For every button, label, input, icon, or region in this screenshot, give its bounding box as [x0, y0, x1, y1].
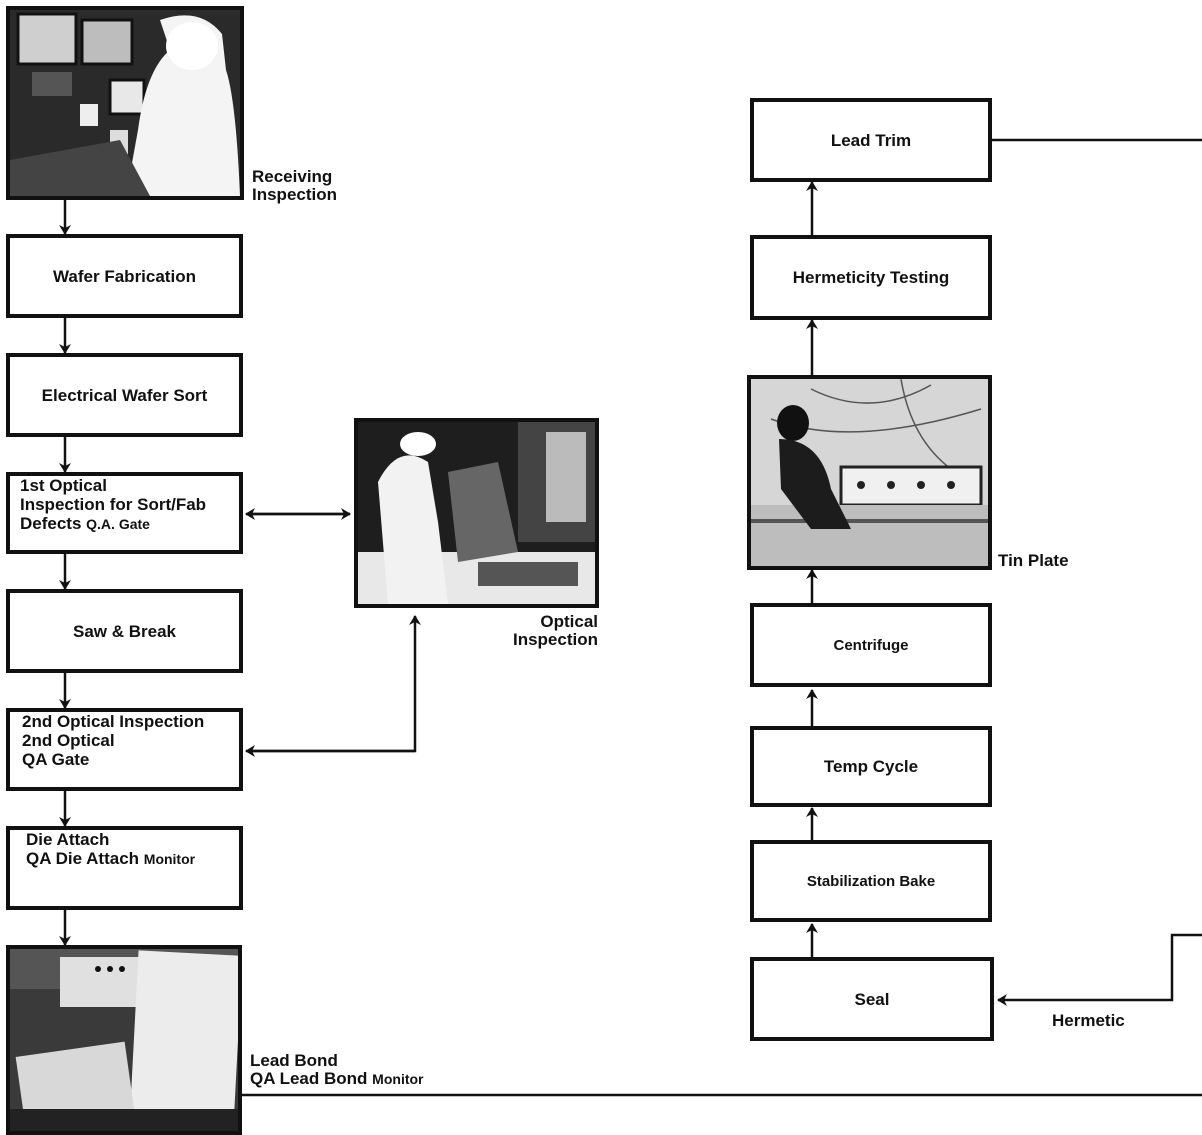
receiving-inspection-photo [6, 6, 244, 200]
stabilization-bake-box: Stabilization Bake [750, 840, 992, 922]
die-attach-box: Die Attach QA Die Attach Monitor [6, 826, 243, 910]
hermeticity-testing-box: Hermeticity Testing [750, 235, 992, 320]
optical-inspection-label: Optical Inspection [512, 612, 598, 649]
temp-cycle-box: Temp Cycle [750, 726, 992, 807]
wafer-fabrication-box: Wafer Fabrication [6, 234, 243, 318]
hermetic-label: Hermetic [1052, 1011, 1125, 1030]
second-optical-inspection-box: 2nd Optical Inspection 2nd Optical QA Ga… [6, 708, 243, 791]
lead-bond-monitor-text: Monitor [372, 1071, 424, 1087]
saw-break-box: Saw & Break [6, 589, 243, 673]
lead-trim-box: Lead Trim [750, 98, 992, 182]
tin-plate-photo [747, 375, 992, 570]
optical-inspection-photo [354, 418, 599, 608]
qa-gate-text: Q.A. Gate [86, 516, 150, 532]
receiving-inspection-label: Receiving Inspection [252, 167, 338, 204]
lead-bond-label: Lead Bond QA Lead Bond Monitor [250, 1051, 424, 1088]
centrifuge-box: Centrifuge [750, 603, 992, 687]
die-attach-monitor-text: Monitor [143, 851, 196, 867]
lead-bond-photo [6, 945, 242, 1135]
seal-box: Seal [750, 957, 994, 1041]
electrical-wafer-sort-box: Electrical Wafer Sort [6, 353, 243, 437]
tin-plate-label: Tin Plate [998, 551, 1069, 570]
first-optical-inspection-box: 1st Optical Inspection for Sort/Fab Defe… [6, 472, 243, 554]
